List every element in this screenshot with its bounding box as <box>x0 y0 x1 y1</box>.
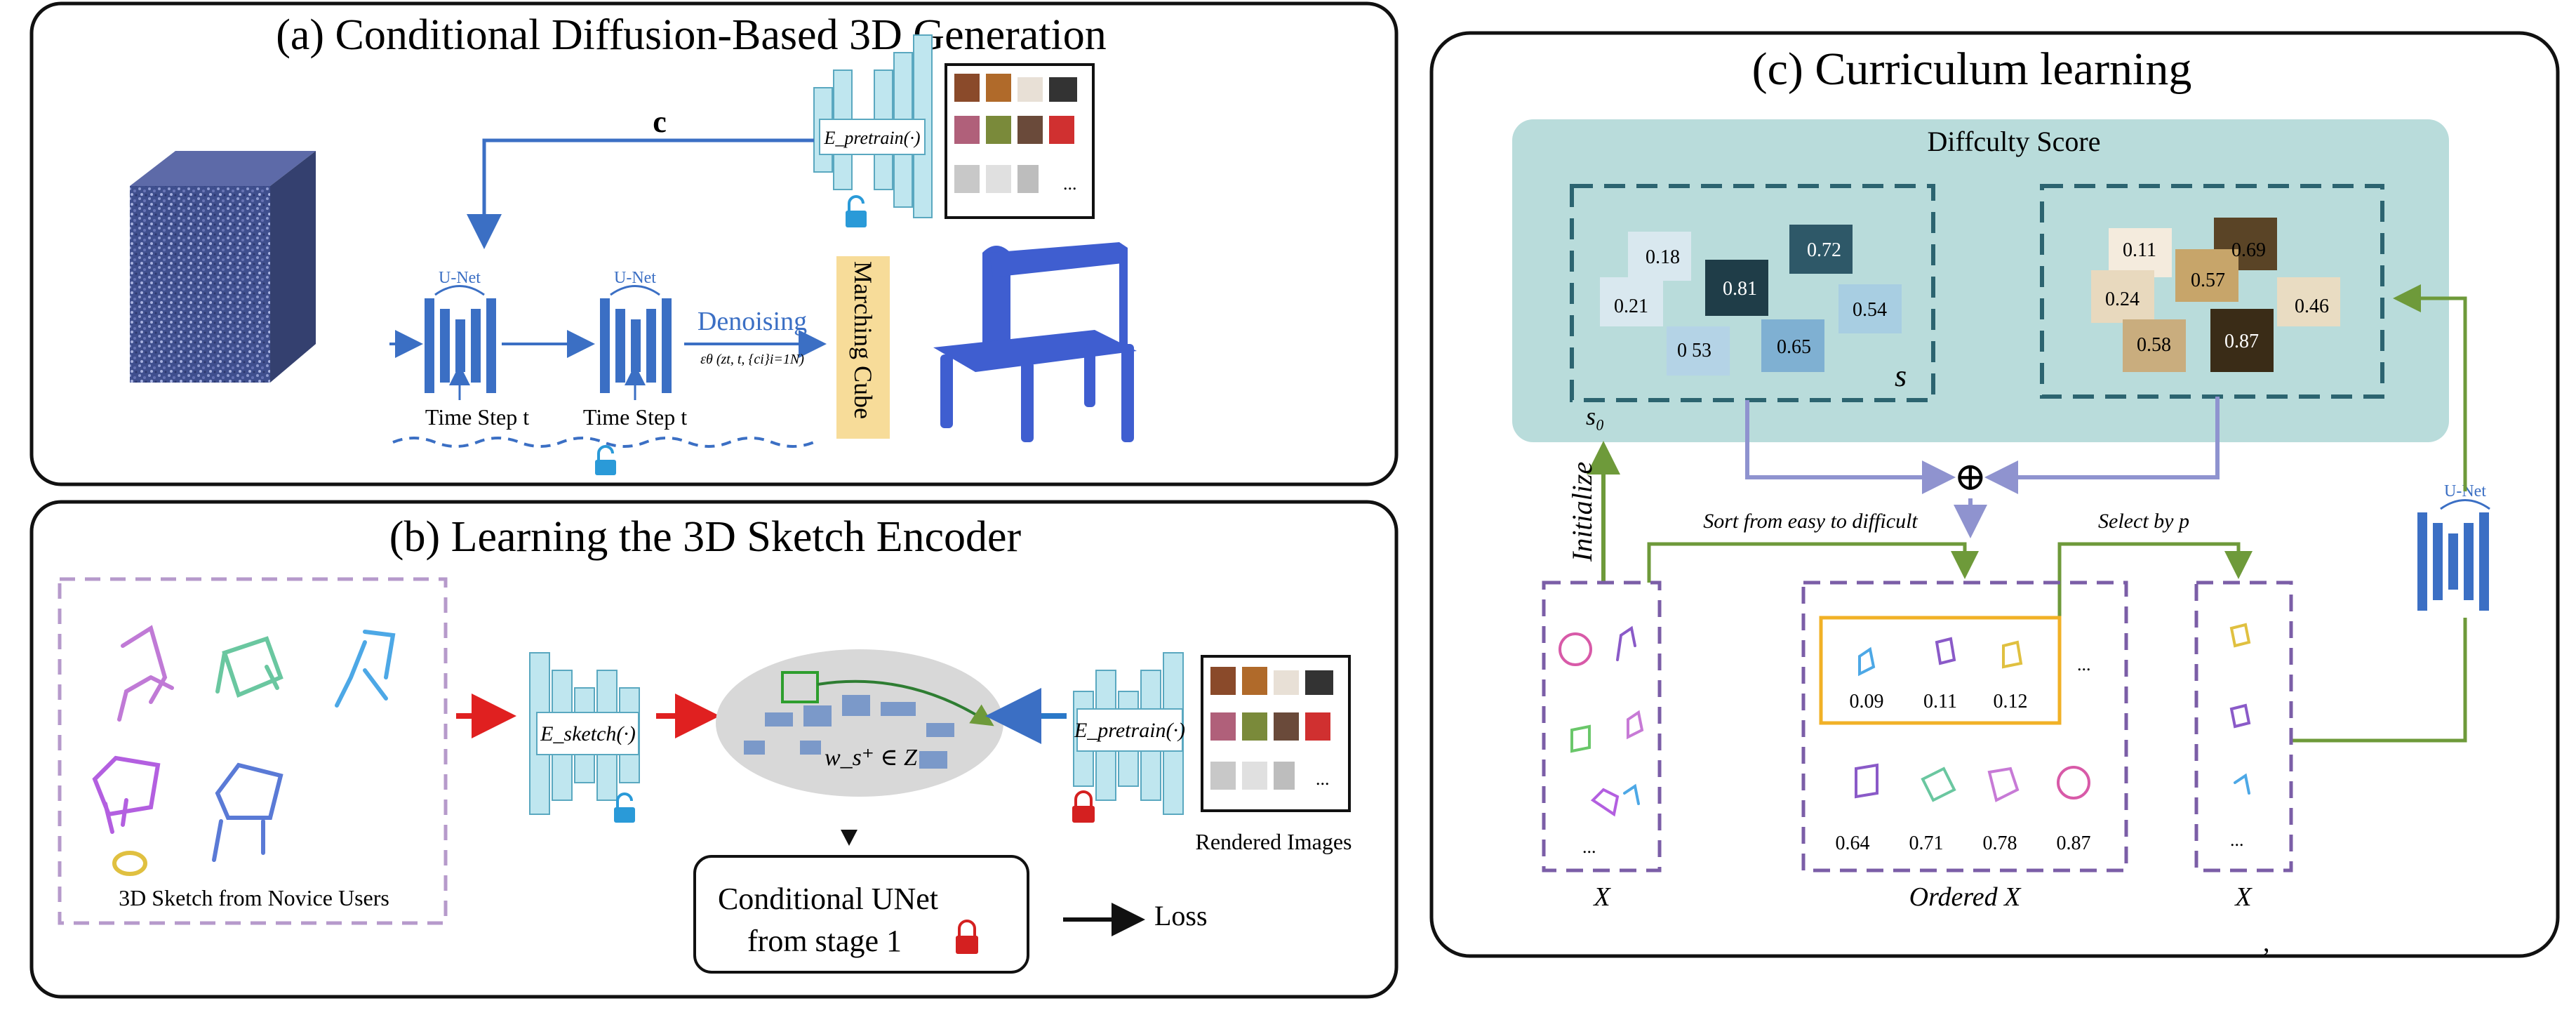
unet-c: U-Net <box>2417 482 2490 611</box>
condition-label: c <box>653 105 667 139</box>
s0-score: 0 53 <box>1677 340 1711 361</box>
ordered-x-box <box>1801 581 2128 873</box>
unet-a2-label: U-Net <box>614 269 656 287</box>
sort-label: Sort from easy to difficult <box>1703 510 1918 533</box>
ordered-x-label: Ordered X <box>1909 882 2022 912</box>
bottom-score: 0.87 <box>2057 832 2091 854</box>
selected-easy-box <box>1819 616 2062 725</box>
x-set-sketches <box>1559 625 1644 817</box>
s-score: 0.46 <box>2295 296 2329 317</box>
lock-icon-b <box>1072 790 1095 823</box>
bottom-score: 0.64 <box>1836 832 1870 854</box>
s0-label: s₀ <box>1586 402 1605 430</box>
s-label: s <box>1895 359 1907 393</box>
s0-score: 0.81 <box>1723 278 1757 300</box>
unlock-icon-a2 <box>595 445 616 475</box>
marching-cube-box <box>836 256 890 439</box>
top-score: 0.09 <box>1850 691 1884 712</box>
top-score: 0.11 <box>1923 691 1957 712</box>
s0-score: 0.65 <box>1777 336 1811 358</box>
selected-x-ellipsis: ... <box>2230 830 2244 850</box>
sketch-thumbnails <box>92 625 396 876</box>
ordered-top-scores: 0.09 0.11 0.12 <box>1850 691 2028 712</box>
initialize-label: Initialize <box>1566 462 1598 562</box>
s0-score: 0.54 <box>1853 299 1887 321</box>
s0-score: 0.72 <box>1807 239 1841 261</box>
s-score: 0.57 <box>2191 270 2225 291</box>
condition-arrow <box>467 138 814 249</box>
difficulty-score-title: Diffculty Score <box>1928 126 2101 157</box>
x-set-box <box>1542 581 1662 873</box>
denoising-label: Denoising <box>698 307 807 336</box>
unet-a2: U-Net <box>600 269 672 393</box>
panel-b-title: (b) Learning the 3D Sketch Encoder <box>389 513 1022 561</box>
pretrain-encoder-a: E_pretrain(·) <box>813 34 933 218</box>
ordered-ellipsis: ... <box>2077 654 2091 675</box>
timestep-a2: Time Step t <box>583 404 687 430</box>
denoising-formula: εθ (zt, t, {ci}i=1N) <box>700 352 804 367</box>
top-score: 0.12 <box>1994 691 2028 712</box>
marching-cube-label: Marching Cube <box>849 261 877 419</box>
ordered-sketches-top <box>1858 637 2023 677</box>
rendered-images-caption: Rendered Images <box>1195 829 1352 854</box>
bottom-score: 0.71 <box>1909 832 1944 854</box>
thumbnail-ellipsis-a: ... <box>1063 173 1077 194</box>
selected-x-sketches <box>2229 623 2251 795</box>
chair-thumbnails-a: ... <box>945 63 1095 219</box>
chair-output-image <box>933 242 1137 442</box>
s0-cubes: 0.18 0.72 0.21 0.81 0.54 0 53 0.65 <box>1600 225 1902 376</box>
down-arrow-triangle <box>841 830 857 846</box>
latent-space-cloud: w_s⁺ ∈ Z <box>716 649 1003 797</box>
x-set-ellipsis: ... <box>1582 837 1596 857</box>
panel-c-title: (c) Curriculum learning <box>1752 44 2192 95</box>
sketch-caption: 3D Sketch from Novice Users <box>119 885 389 910</box>
noise-cube-image <box>130 151 316 383</box>
sketch-encoder: E_sketch(·) <box>529 652 640 815</box>
panel-b: (b) Learning the 3D Sketch Encoder 3D Sk… <box>29 500 1399 999</box>
encoder-a-label: E_pretrain(·) <box>824 128 921 148</box>
timestep-a1: Time Step t <box>425 404 529 430</box>
combine-oplus: ⊕ <box>1954 456 1987 499</box>
x-label-1: X <box>1592 882 1611 912</box>
conditional-unet-line2: from stage 1 <box>747 924 902 958</box>
wavy-divider <box>392 437 815 448</box>
s0-score: 0.18 <box>1646 246 1680 268</box>
panel-a: (a) Conditional Diffusion-Based 3D Gener… <box>29 1 1399 486</box>
x-label-2: X <box>2234 882 2253 912</box>
s-score: 0.11 <box>2123 239 2156 261</box>
unet-a1: U-Net <box>425 269 496 393</box>
conditional-unet-box <box>693 855 1029 974</box>
sketch-panel <box>58 577 448 925</box>
ordered-sketches-bottom <box>1855 763 2090 802</box>
pretrain-encoder-b-label: E_pretrain(·) <box>1074 719 1185 742</box>
panel-c: (c) Curriculum learning Diffculty Score … <box>1429 31 2560 958</box>
pretrain-encoder-b: E_pretrain(·) <box>1073 652 1185 815</box>
bottom-score: 0.78 <box>1983 832 2017 854</box>
latent-label: w_s⁺ ∈ Z <box>825 745 918 771</box>
ordered-bottom-scores: 0.64 0.71 0.78 0.87 <box>1836 832 2091 854</box>
sketch-encoder-label: E_sketch(·) <box>540 722 636 745</box>
s-score: 0.24 <box>2105 288 2140 310</box>
rendered-ellipsis: ... <box>1316 769 1330 789</box>
s0-score: 0.21 <box>1614 296 1648 317</box>
s0-box <box>1570 184 1935 402</box>
loss-label: Loss <box>1154 900 1208 931</box>
s-score: 0.87 <box>2224 331 2259 352</box>
lock-icon-unet <box>956 920 978 954</box>
panel-a-title: (a) Conditional Diffusion-Based 3D Gener… <box>276 11 1106 59</box>
s-score: 0.69 <box>2231 239 2266 261</box>
conditional-unet-line1: Conditional UNet <box>718 882 938 916</box>
s-cubes: 0.11 0.69 0.57 0.24 0.46 0.58 0.87 <box>2091 218 2340 372</box>
select-label: Select by p <box>2098 510 2189 533</box>
s-score: 0.58 <box>2137 334 2171 356</box>
rendered-images-grid: ... <box>1201 655 1351 812</box>
s-box <box>2040 184 2384 399</box>
unlock-icon-b <box>614 792 635 823</box>
stray-comma: , <box>2263 928 2270 957</box>
unet-a1-label: U-Net <box>439 269 481 287</box>
selected-x-box <box>2194 581 2293 873</box>
unlock-icon <box>846 195 867 227</box>
